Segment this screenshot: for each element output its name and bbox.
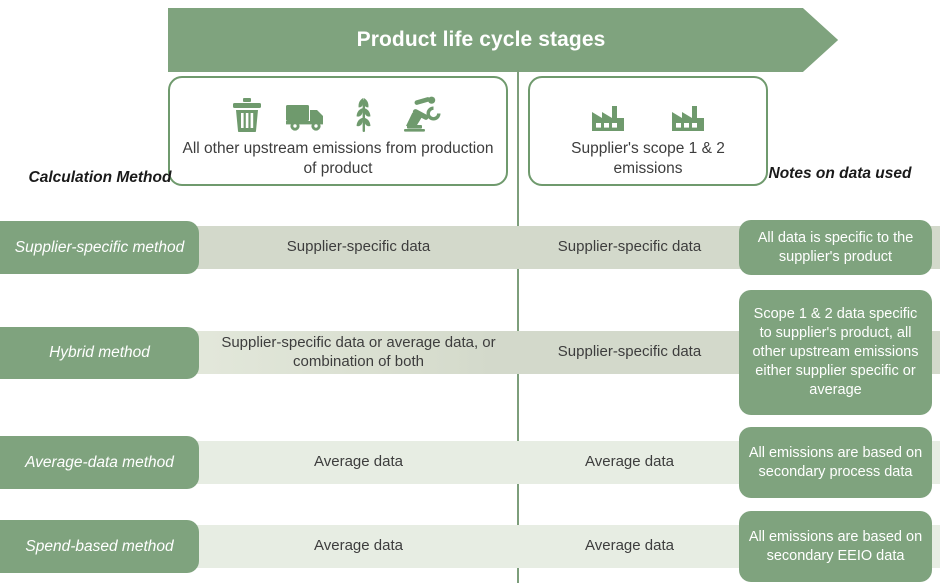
method-pill-hybrid[interactable]: Hybrid method xyxy=(0,327,199,379)
banner-title: Product life cycle stages xyxy=(356,28,606,51)
factory-icon xyxy=(672,106,704,131)
wheat-plant-icon xyxy=(356,98,371,132)
method-pill-spend-based[interactable]: Spend-based method xyxy=(0,520,199,573)
method-pill-average-data[interactable]: Average-data method xyxy=(0,436,199,489)
truck-icon xyxy=(286,105,323,131)
notes-pill-2: Scope 1 & 2 data specific to supplier's … xyxy=(739,290,932,415)
notes-pill-3: All emissions are based on secondary pro… xyxy=(739,427,932,498)
column-divider xyxy=(517,70,519,583)
cell-scope-2: Supplier-specific data xyxy=(557,343,702,361)
header-calculation-method: Calculation Method xyxy=(28,169,172,186)
stage-caption-upstream: All other upstream emissions from produc… xyxy=(182,140,494,177)
cell-upstream-2: Supplier-specific data or average data, … xyxy=(221,333,496,370)
upstream-icon-row xyxy=(232,92,444,132)
supplier-icon-row xyxy=(591,92,705,132)
cell-scope-1: Supplier-specific data xyxy=(557,238,702,256)
cell-upstream-4: Average data xyxy=(314,537,403,555)
cell-upstream-1: Supplier-specific data xyxy=(286,238,431,256)
cell-scope-3: Average data xyxy=(585,453,674,471)
notes-pill-1: All data is specific to the supplier's p… xyxy=(739,220,932,275)
cell-upstream-3: Average data xyxy=(314,453,403,471)
arrow-shape xyxy=(168,8,838,72)
product-life-cycle-arrow: Product life cycle stages xyxy=(168,8,838,72)
stage-box-upstream: All other upstream emissions from produc… xyxy=(168,76,508,186)
stage-box-supplier-scope: Supplier's scope 1 & 2 emissions xyxy=(528,76,768,186)
factory-icon xyxy=(592,106,624,131)
notes-pill-4: All emissions are based on secondary EEI… xyxy=(739,511,932,582)
cell-scope-4: Average data xyxy=(585,537,674,555)
robot-arm-icon xyxy=(404,96,441,132)
stage-caption-supplier-scope: Supplier's scope 1 & 2 emissions xyxy=(571,140,725,177)
method-pill-supplier-specific[interactable]: Supplier-specific method xyxy=(0,221,199,274)
header-notes-on-data-used: Notes on data used xyxy=(768,165,912,182)
trash-bin-icon xyxy=(233,98,261,132)
